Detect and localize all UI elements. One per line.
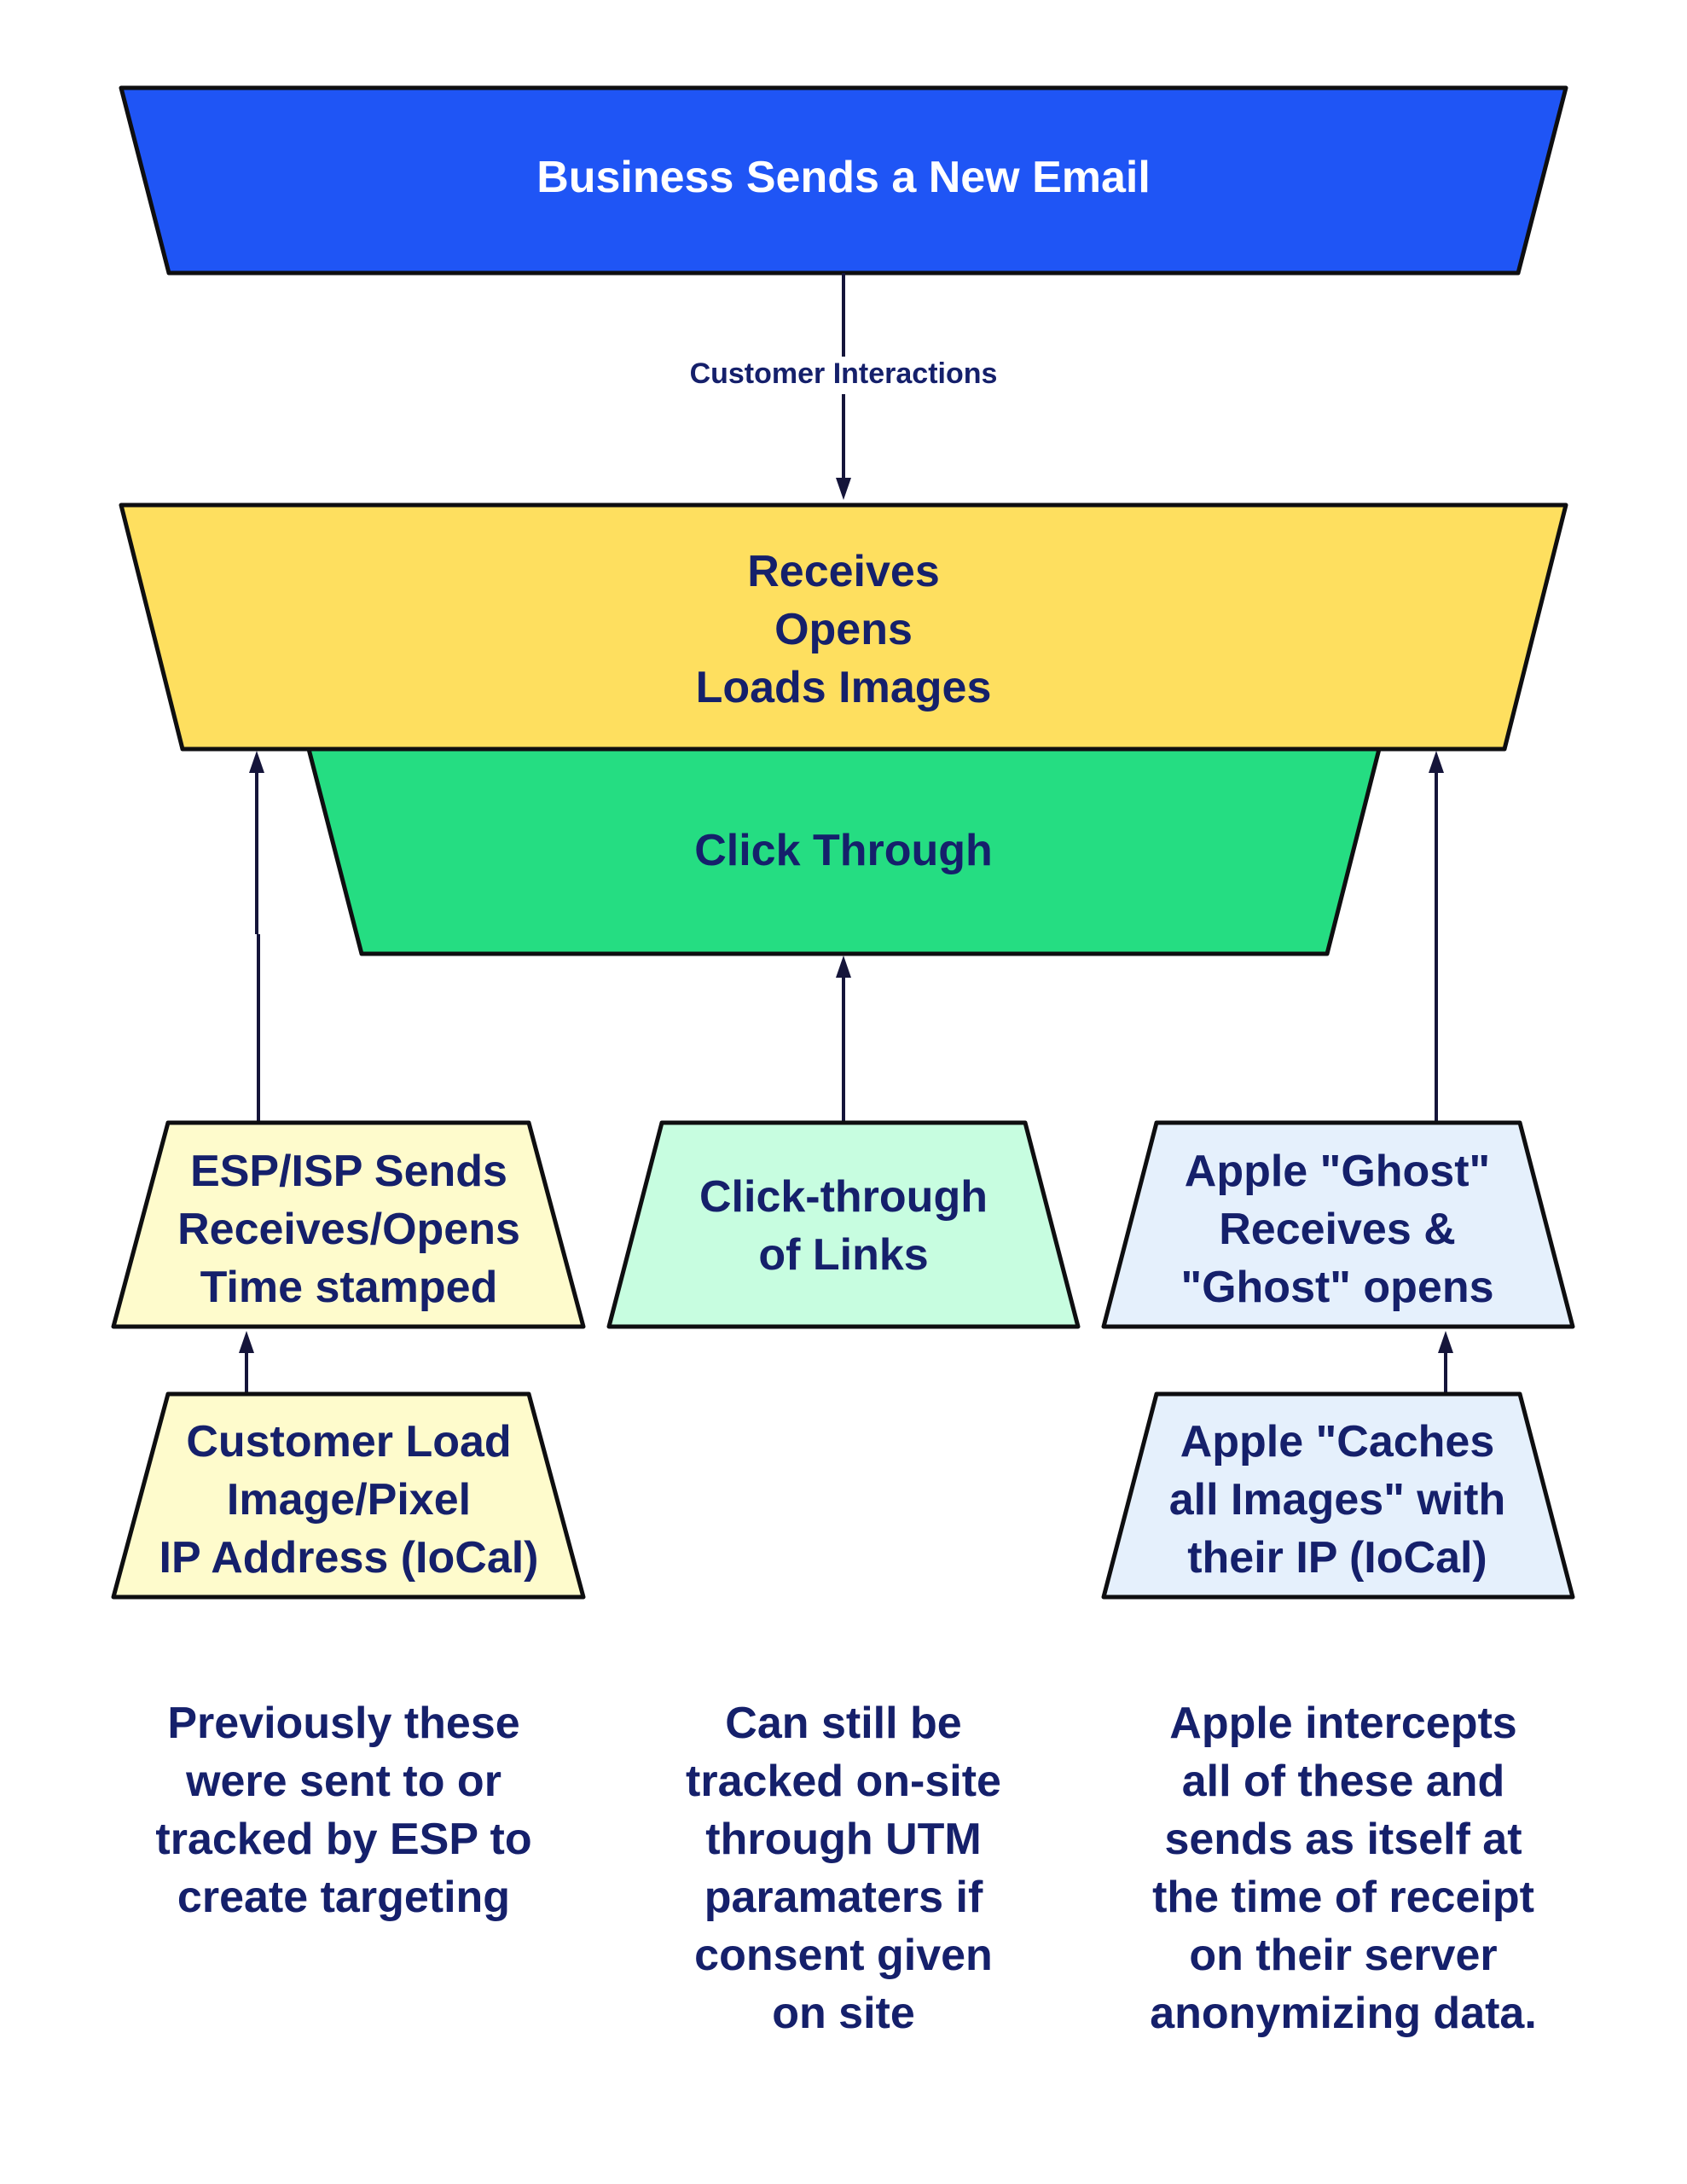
click-through-links-line-1: Click-through [699,1172,988,1222]
middle-note-line-4: paramaters if [704,1873,983,1922]
right-note-line-2: all of these and [1182,1757,1505,1806]
left-note: Previously these were sent to or tracked… [155,1699,531,1922]
right-note-line-1: Apple intercepts [1169,1699,1516,1748]
customer-load-line-2: Image/Pixel [227,1475,471,1525]
left-note-line-4: create targeting [177,1873,510,1922]
apple-caches-line-2: all Images" with [1169,1475,1506,1525]
right-note-line-4: the time of receipt [1152,1873,1534,1922]
connector-arrowhead [836,478,851,500]
click-through-shape [306,746,1382,956]
middle-note-line-6: on site [772,1989,915,2038]
customer-load-line-1: Customer Load [186,1417,511,1467]
middle-note-line-1: Can still be [725,1699,961,1748]
funnel-wide-line-1: Receives [747,547,940,596]
customer-load-image-shape [111,1391,586,1600]
click-through-links-shape [606,1120,1081,1329]
customer-load-line-3: IP Address (IoCal) [159,1533,539,1583]
right-note-line-6: anonymizing data. [1150,1989,1537,2038]
click-through-node: Click Through [306,746,1382,956]
receives-opens-loads-shape [119,502,1568,752]
business-sends-email-shape [119,85,1568,276]
middle-upward-arrow [836,956,851,1122]
apple-caches-images-shape [1101,1391,1575,1600]
click-through-links-line-2: of Links [758,1230,928,1280]
left-upward-arrow [249,751,264,1122]
left-note-line-1: Previously these [167,1699,519,1748]
apple-ghost-line-1: Apple "Ghost" [1185,1147,1490,1196]
right-note-line-5: on their server [1189,1931,1497,1980]
esp-isp-line-1: ESP/ISP Sends [190,1147,507,1196]
esp-isp-sends-node: ESP/ISP Sends Receives/Opens Time stampe… [111,1120,586,1329]
esp-isp-line-3: Time stamped [200,1263,498,1312]
left-note-line-2: were sent to or [185,1757,501,1806]
business-sends-email-node: Business Sends a New Email [119,85,1568,276]
apple-caches-line-3: their IP (IoCal) [1187,1533,1487,1583]
left-note-line-3: tracked by ESP to [155,1815,531,1864]
right-note: Apple intercepts all of these and sends … [1150,1699,1537,2038]
middle-note: Can still be tracked on-site through UTM… [686,1699,1001,2038]
business-sends-email-label: Business Sends a New Email [536,153,1151,202]
middle-note-line-3: through UTM [705,1815,981,1864]
esp-isp-line-2: Receives/Opens [177,1205,520,1254]
esp-isp-sends-shape [111,1120,586,1329]
right-upward-arrow [1429,751,1444,1122]
click-through-links-node: Click-through of Links [606,1120,1081,1329]
apple-ghost-line-2: Receives & [1219,1205,1456,1254]
apple-ghost-line-3: "Ghost" opens [1180,1263,1493,1312]
receives-opens-loads-node: Receives Opens Loads Images [119,502,1568,752]
apple-caches-images-node: Apple "Caches all Images" with their IP … [1101,1391,1575,1600]
right-note-line-3: sends as itself at [1164,1815,1522,1864]
left-lower-arrow [239,1331,254,1392]
click-through-label: Click Through [694,826,993,875]
middle-note-line-5: consent given [694,1931,993,1980]
funnel-wide-line-3: Loads Images [696,663,992,712]
apple-caches-line-1: Apple "Caches [1180,1417,1495,1467]
apple-ghost-receives-shape [1101,1120,1575,1329]
right-lower-arrow [1438,1331,1453,1392]
customer-interactions-connector: Customer Interactions [690,273,998,500]
customer-load-image-node: Customer Load Image/Pixel IP Address (Io… [111,1391,586,1600]
customer-interactions-label: Customer Interactions [690,357,998,390]
funnel-wide-line-2: Opens [774,605,913,654]
apple-ghost-receives-node: Apple "Ghost" Receives & "Ghost" opens [1101,1120,1575,1329]
middle-note-line-2: tracked on-site [686,1757,1001,1806]
